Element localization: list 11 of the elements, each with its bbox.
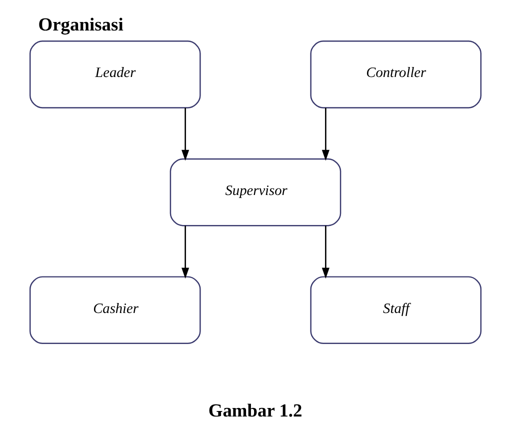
node-box: Staff (310, 276, 482, 344)
arrow (322, 226, 330, 279)
arrow (322, 108, 330, 161)
arrow (182, 108, 190, 161)
node-box: Leader (29, 40, 201, 108)
caption: Gambar 1.2 (208, 400, 302, 421)
node-box: Controller (310, 40, 482, 108)
arrow (182, 226, 190, 279)
node-box: Supervisor (170, 158, 342, 226)
diagram-title: Organisasi (38, 14, 124, 34)
node-box: Cashier (29, 276, 201, 344)
